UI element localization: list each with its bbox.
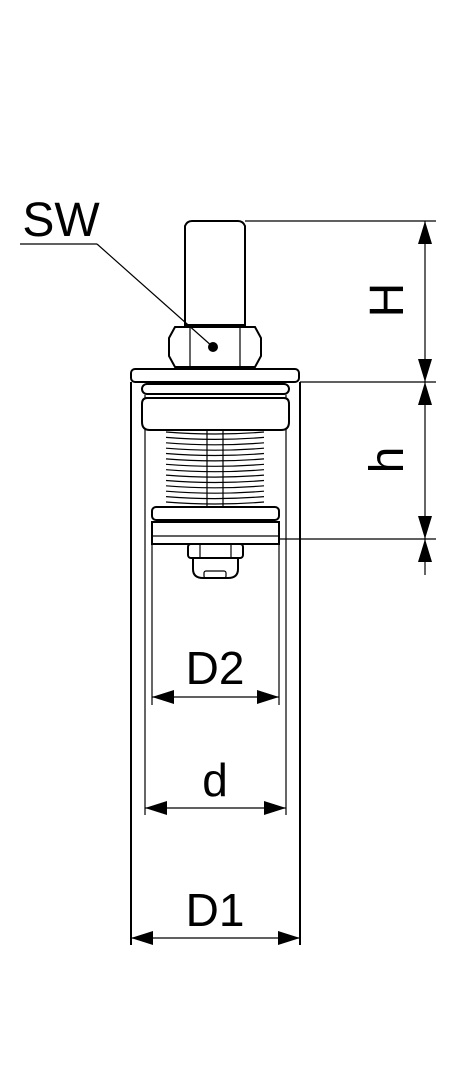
sw-leader bbox=[20, 243, 214, 348]
inner-guide bbox=[151, 544, 280, 705]
spring-coil bbox=[165, 458, 265, 462]
d2-dimension bbox=[152, 690, 279, 704]
height-dimension bbox=[245, 220, 436, 575]
spindle bbox=[184, 220, 246, 326]
d1-dimension bbox=[131, 931, 300, 945]
spring-coil bbox=[165, 485, 265, 489]
hex-nut bbox=[168, 326, 262, 368]
seal-ring bbox=[141, 383, 290, 431]
spring-coil bbox=[165, 496, 265, 500]
top-flange bbox=[130, 368, 300, 383]
spring-coil bbox=[165, 479, 265, 484]
spring-coil bbox=[165, 431, 265, 435]
spring-coil bbox=[165, 474, 265, 478]
spring bbox=[165, 429, 265, 511]
label-d: d bbox=[202, 754, 228, 806]
spring-coil bbox=[165, 463, 265, 467]
spring-coil bbox=[165, 447, 265, 451]
spring-coil bbox=[165, 436, 265, 440]
spring-coil bbox=[165, 452, 265, 457]
spring-coil bbox=[165, 490, 265, 494]
outer-body bbox=[130, 382, 301, 945]
spring-coil bbox=[165, 501, 265, 505]
d-dimension bbox=[145, 801, 286, 815]
valve-disc bbox=[151, 506, 280, 545]
spring-coil bbox=[165, 469, 265, 473]
label-sw: SW bbox=[22, 194, 100, 247]
label-h-upper: H bbox=[361, 283, 414, 318]
label-d1: D1 bbox=[186, 884, 245, 936]
bottom-nut bbox=[187, 543, 244, 579]
spring-coil bbox=[165, 442, 265, 446]
label-h-lower: h bbox=[361, 447, 414, 474]
label-d2: D2 bbox=[186, 642, 245, 694]
